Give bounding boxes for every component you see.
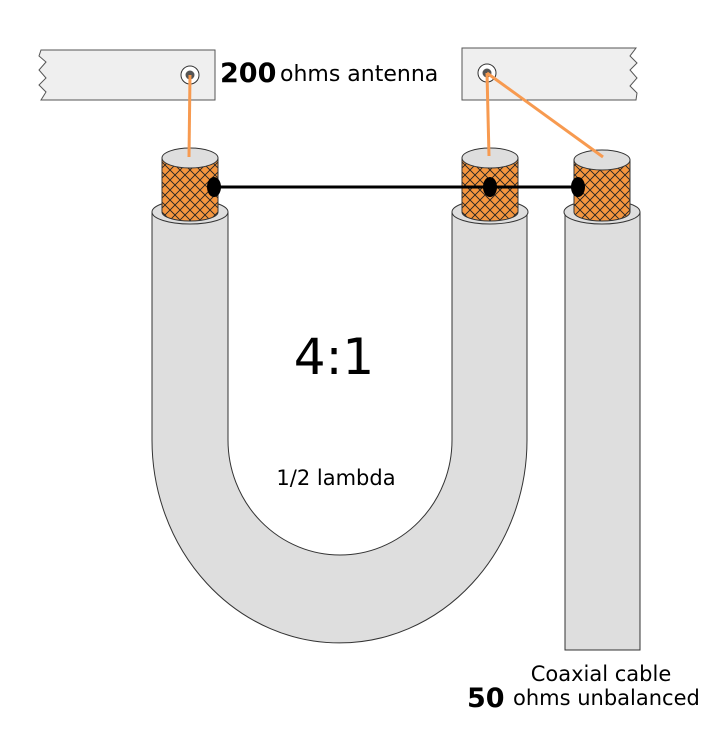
antenna-impedance: 200 xyxy=(220,58,276,89)
feedline-impedance: 50 xyxy=(467,683,505,714)
cable-end-feedline xyxy=(563,149,641,225)
antenna-wires xyxy=(187,71,604,159)
antenna-label: ohms antenna xyxy=(280,62,438,87)
feedline-label: ohms unbalanced xyxy=(513,686,700,710)
antenna-plate-left xyxy=(38,49,216,101)
feedline-title: Coaxial cable xyxy=(531,662,672,686)
ratio-label: 4:1 xyxy=(294,328,374,386)
coax-feedline xyxy=(564,211,641,651)
shield-bond-wire xyxy=(207,177,585,197)
half-wave-u-loop xyxy=(151,211,528,644)
length-label: 1/2 lambda xyxy=(276,466,395,490)
